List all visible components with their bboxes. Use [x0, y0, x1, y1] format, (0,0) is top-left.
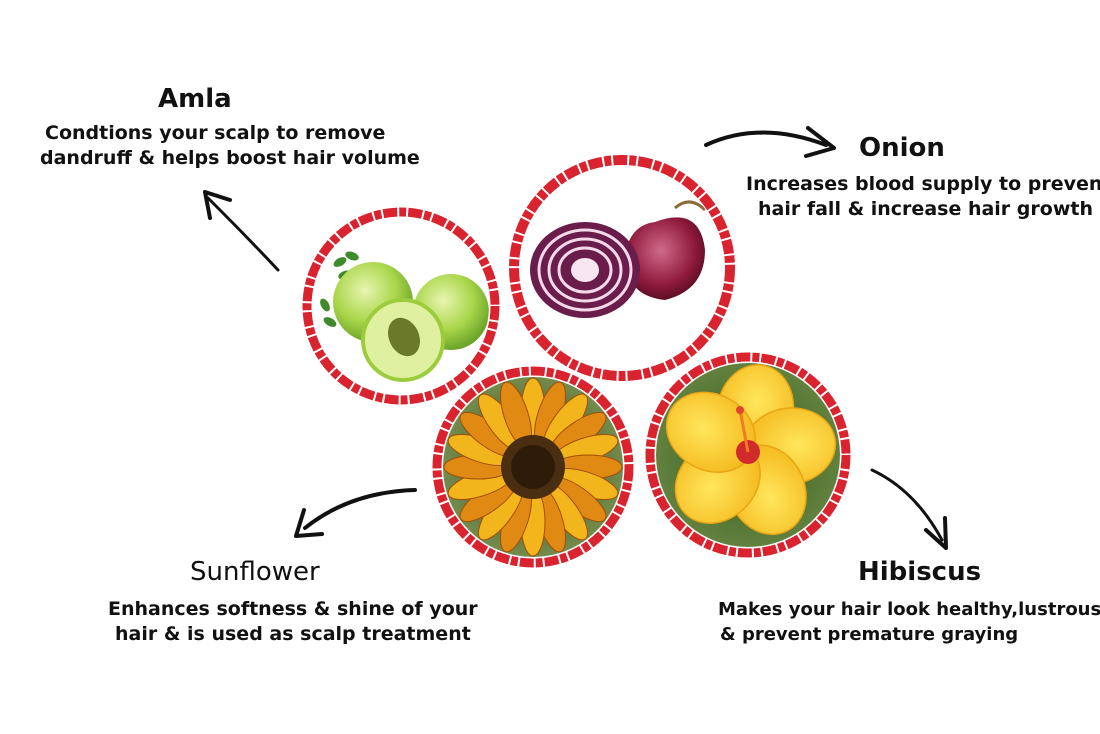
onion-desc-line2: hair fall & increase hair growth — [758, 198, 1093, 220]
hibiscus-desc-line1: Makes your hair look healthy,lustrous — [718, 599, 1100, 620]
amla-title: Amla — [158, 84, 232, 114]
sunflower-desc-line2: hair & is used as scalp treatment — [115, 623, 471, 645]
onion-title: Onion — [859, 133, 945, 163]
amla-desc-line1: Condtions your scalp to remove — [45, 122, 386, 144]
arrow-icon — [870, 468, 948, 550]
hibiscus-title: Hibiscus — [858, 557, 982, 587]
amla-desc-line2: dandruff & helps boost hair volume — [40, 147, 420, 169]
onion-desc-line1: Increases blood supply to prevent — [746, 173, 1100, 195]
amla-image — [302, 207, 500, 405]
arrow-icon — [294, 488, 417, 538]
sunflower-image — [432, 366, 634, 568]
hibiscus-image — [645, 352, 851, 558]
sunflower-desc-line1: Enhances softness & shine of your — [108, 598, 478, 620]
arrow-icon — [203, 190, 280, 272]
arrow-icon — [704, 126, 836, 158]
hibiscus-desc-line2: & prevent premature graying — [720, 624, 1019, 645]
onion-image — [509, 155, 735, 381]
sunflower-title: Sunflower — [190, 557, 320, 587]
